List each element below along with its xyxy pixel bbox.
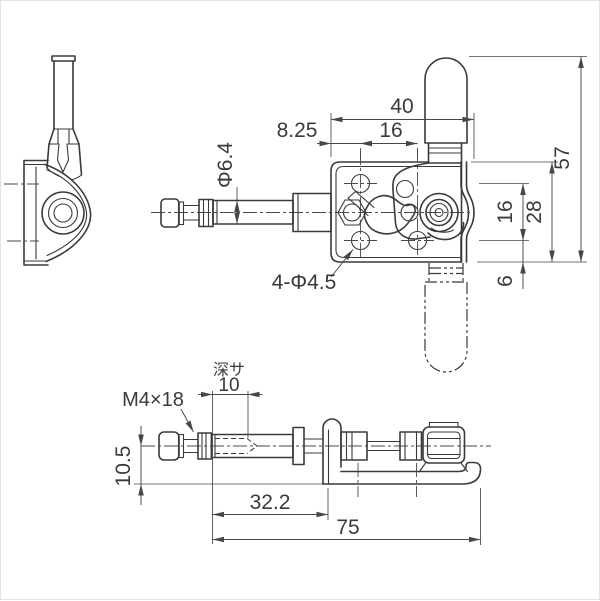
- pivot-assembly: [419, 192, 459, 233]
- front-body-plate: [330, 161, 463, 263]
- side-pivot-bearing: [41, 191, 85, 235]
- side-hole-centerlines: [4, 183, 39, 242]
- dim-overall-width: 40: [390, 95, 413, 118]
- dim-hole-offset: 8.25: [277, 119, 318, 142]
- dim-hole-pitch-v: 16: [494, 200, 517, 223]
- dim-body-height: 28: [523, 200, 546, 223]
- dim-wall-offset: 32.2: [250, 491, 291, 514]
- side-body-wedge: [44, 163, 92, 263]
- side-handle: [46, 55, 83, 181]
- toggle-linkage-bottom: [340, 431, 423, 461]
- dim-mount-holes: 4-Φ4.5: [272, 271, 337, 294]
- front-right-flange: [460, 161, 475, 263]
- hidden-thread-hole: [215, 437, 258, 455]
- projection-lines: [357, 463, 417, 497]
- base-bracket: [322, 418, 482, 485]
- front-dimensions: 40 8.25 16 57 28 16 6 Φ6.4 4-Φ4.5: [214, 56, 587, 294]
- dim-overall-length: 75: [336, 516, 359, 539]
- dim-spindle-dia: Φ6.4: [214, 142, 237, 188]
- phantom-handle: [424, 263, 468, 373]
- side-mounting-plate: [23, 159, 49, 266]
- front-centerlines: [151, 149, 471, 257]
- front-view: [151, 57, 475, 263]
- dim-overall-height: 57: [551, 146, 574, 169]
- dim-depth-value: 10: [218, 375, 239, 396]
- bottom-dimensions: 深サ 10 M4×18 10.5 32.2 75: [112, 361, 481, 545]
- dim-thread: M4×18: [122, 389, 184, 411]
- roller-assembly: [418, 421, 469, 473]
- spindle-assembly-bottom: [158, 426, 324, 466]
- dim-center-height: 10.5: [112, 446, 135, 487]
- bottom-view: [141, 418, 491, 497]
- depth-label: 深サ: [213, 361, 245, 379]
- dim-hole-edge: 6: [494, 275, 517, 287]
- toggle-mechanism: [337, 162, 465, 241]
- handle: [424, 57, 468, 164]
- dim-hole-pitch-h: 16: [379, 119, 402, 142]
- side-view: [4, 55, 92, 266]
- spindle-assembly-front: [160, 192, 332, 233]
